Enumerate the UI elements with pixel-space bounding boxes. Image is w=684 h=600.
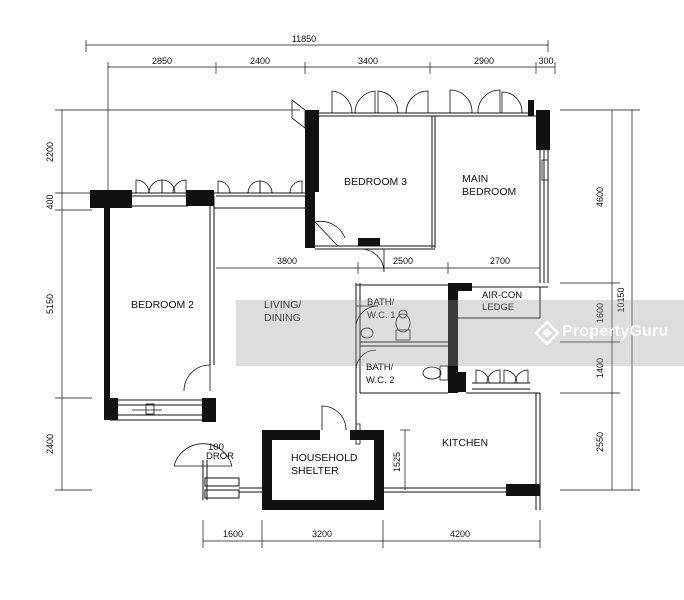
label-living-line2: DINING <box>264 312 301 324</box>
label-main-bedroom-line2: BEDROOM <box>462 186 516 198</box>
dim-right-2: 1600 <box>595 303 605 323</box>
dim-top-1: 2850 <box>152 56 172 66</box>
dim-right-4: 2550 <box>595 432 605 452</box>
dim-interior-1: 3800 <box>277 256 297 266</box>
dim-bottom-3: 4200 <box>450 529 470 539</box>
propertyguru-logo-icon <box>534 320 560 346</box>
dim-left-4: 2400 <box>45 434 55 454</box>
top-dimensions: 11850 2850 2400 3400 2900 300 <box>85 34 556 190</box>
dim-bottom-1: 1600 <box>223 529 243 539</box>
label-bedroom-3: BEDROOM 3 <box>344 176 407 188</box>
left-dimensions: 2200 400 5150 2400 <box>45 109 300 491</box>
door-swings <box>135 89 529 467</box>
label-bath2-line1: BATH/ <box>366 362 394 373</box>
dim-right-overall: 10150 <box>616 287 626 312</box>
dim-bottom-2: 3200 <box>312 529 332 539</box>
windows <box>110 112 541 416</box>
label-main-bedroom-line1: MAIN <box>462 173 488 185</box>
walls <box>90 100 550 510</box>
dim-left-1: 2200 <box>45 142 55 162</box>
interior-dimensions: 3800 2500 2700 1525 <box>216 256 540 490</box>
dim-right-1: 4600 <box>595 187 605 207</box>
dim-left-3: 5150 <box>45 294 55 314</box>
label-living-line1: LIVING/ <box>264 299 301 311</box>
label-bedroom-2: BEDROOM 2 <box>131 299 194 311</box>
dim-interior-4: 1525 <box>392 452 402 472</box>
label-aircon-line1: AIR-CON <box>482 290 522 301</box>
label-door-line1: 100 <box>208 442 224 453</box>
label-shelter-line1: HOUSEHOLD <box>291 452 358 464</box>
dim-top-5: 300 <box>538 56 553 66</box>
bottom-dimensions: 1600 3200 4200 <box>202 520 541 548</box>
label-bath1-line1: BATH/ <box>367 297 395 308</box>
dim-right-3: 1400 <box>595 358 605 378</box>
dim-top-2: 2400 <box>250 56 270 66</box>
watermark-text: PropertyGuru <box>562 323 669 340</box>
label-shelter-line2: SHELTER <box>291 465 339 477</box>
room-labels: BEDROOM 3 MAIN BEDROOM BEDROOM 2 LIVING/… <box>131 173 522 477</box>
label-kitchen: KITCHEN <box>442 437 488 449</box>
label-bath2-line2: W.C. 2 <box>366 375 395 386</box>
label-aircon-line2: LEDGE <box>482 302 514 313</box>
dim-top-4: 2900 <box>474 56 494 66</box>
dim-interior-2: 2500 <box>393 256 413 266</box>
dim-top-overall: 11850 <box>292 34 316 44</box>
fixtures <box>132 159 549 445</box>
dim-left-2: 400 <box>45 194 55 209</box>
label-door-line2: DROR <box>206 451 234 462</box>
label-bath1-line2: W.C. 1 <box>367 310 396 321</box>
right-dimensions: 4600 1600 1400 2550 10150 <box>560 109 640 491</box>
dim-top-3: 3400 <box>358 56 378 66</box>
watermark-band <box>236 300 684 366</box>
dim-interior-3: 2700 <box>490 256 510 266</box>
